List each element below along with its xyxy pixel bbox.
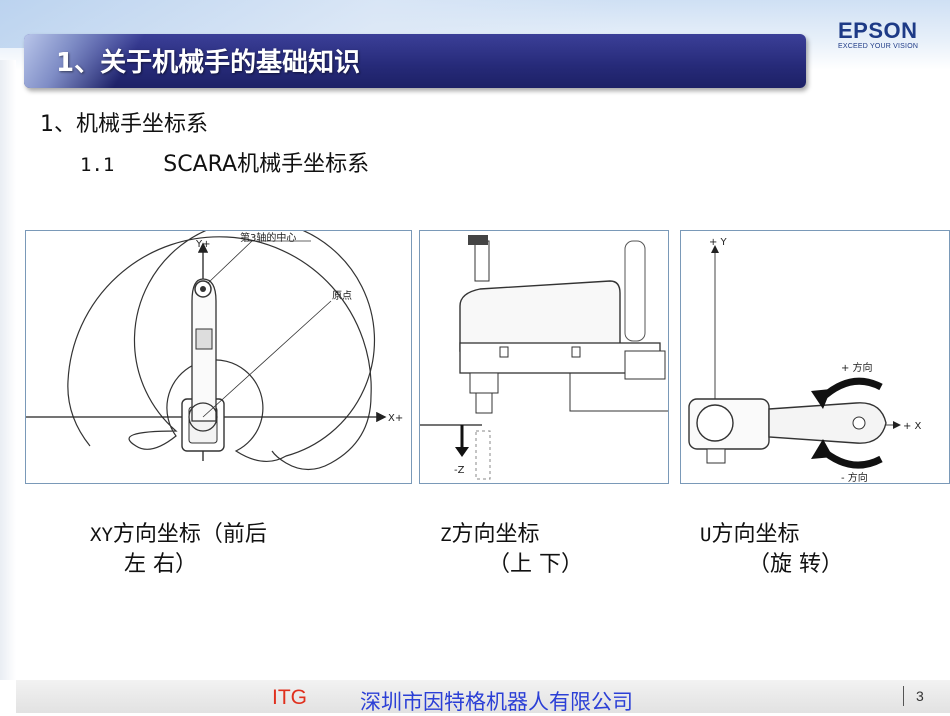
z-arrow: [455, 447, 469, 457]
y-axis-label: Y+: [195, 239, 211, 250]
xy-caption-prefix: XY: [90, 524, 113, 546]
footer-bar: [16, 680, 950, 713]
u-diagram-svg: + Y + X + 方向 - 方向: [688, 237, 922, 483]
subsection-heading: 1.1 SCARA机械手坐标系: [80, 150, 380, 180]
arm-link: [191, 278, 217, 422]
footer-itg: ITG: [272, 686, 307, 709]
u-caption-line1: 方向坐标: [711, 522, 800, 547]
plus-direction-label: + 方向: [841, 361, 873, 374]
z-caption-line2: （上 下）: [488, 552, 583, 577]
left-band: [0, 60, 16, 680]
u-caption-line2: （旋 转）: [748, 552, 843, 577]
spindle: [469, 372, 499, 394]
z-diagram: -Z: [419, 230, 669, 484]
z-caption-line1: 方向坐标: [451, 522, 540, 547]
u-caption: U方向坐标: [700, 520, 799, 550]
slide-title: 1、关于机械手的基础知识: [56, 48, 361, 78]
xy-caption-line2: 左 右）: [124, 552, 197, 577]
shaft-top: [474, 240, 490, 282]
arm-body: [459, 280, 621, 352]
epson-logo: EPSON EXCEED YOUR VISION: [838, 20, 922, 52]
section-heading: 1、机械手坐标系: [40, 112, 208, 137]
base-side: [624, 350, 666, 380]
xy-caption: XY方向坐标（前后: [90, 520, 350, 550]
footer-divider: [903, 686, 904, 706]
u-y-label: + Y: [709, 237, 728, 248]
subsection-text: SCARA机械手坐标系: [163, 152, 370, 177]
minus-direction-label: - 方向: [841, 471, 868, 483]
z-axis-label: -Z: [454, 465, 465, 476]
u-diagram: + Y + X + 方向 - 方向: [680, 230, 950, 484]
x-axis-label: X+: [388, 413, 403, 424]
origin-label: 原点: [332, 290, 352, 302]
workspace-outer: [67, 236, 372, 471]
xy-diagram-svg: Y+ X+ 第3轴的中心 原点: [26, 231, 403, 471]
xy-diagram: Y+ X+ 第3轴的中心 原点: [25, 230, 412, 484]
z-diagram-svg: -Z: [420, 235, 668, 480]
z-caption: Z方向坐标: [440, 520, 539, 550]
base-joint: [188, 402, 218, 432]
cable: [624, 240, 646, 342]
z-ghost: [475, 430, 491, 480]
xy-caption-line1: 方向坐标（前后: [112, 522, 267, 547]
z-caption-prefix: Z: [440, 524, 452, 546]
subsection-number: 1.1: [80, 154, 115, 176]
u-x-label: + X: [903, 421, 922, 432]
workspace-boundary: [128, 231, 376, 462]
joint3-label: 第3轴的中心: [240, 231, 296, 244]
logo-tagline: EXCEED YOUR VISION: [838, 43, 919, 50]
title-bar: [24, 34, 806, 88]
logo-brand: EPSON: [838, 18, 918, 43]
arm-link2: [768, 402, 887, 444]
arm-detail: [195, 328, 213, 350]
page-number: 3: [916, 688, 924, 704]
shaft-cap: [468, 235, 488, 245]
footer-company: 深圳市因特格机器人有限公司: [360, 690, 633, 714]
u-caption-prefix: U: [700, 524, 712, 546]
